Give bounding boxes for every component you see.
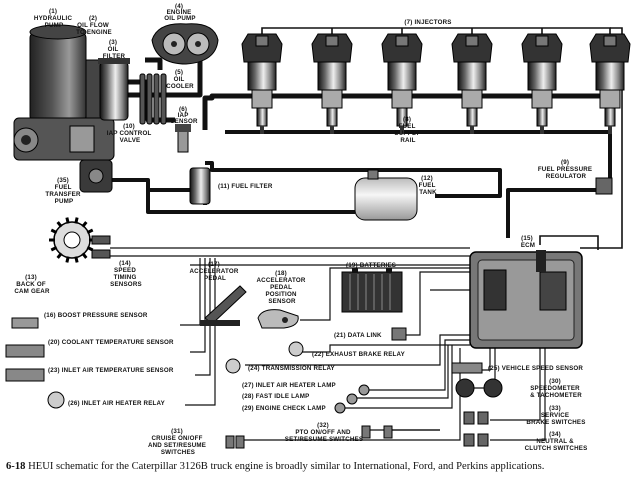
boost-pressure-sensor [11,317,39,329]
gear-tooth [74,217,79,224]
label-fuel-filter: (11) FUEL FILTER [218,183,273,190]
label-injectors: (7) INJECTORS [404,19,451,26]
hydraulic-pump [13,24,115,161]
gear-tooth [50,228,58,234]
inlet-air-temperature-sensor [5,368,45,382]
engine-oil-pump [151,23,219,65]
label-boost-pressure-sensor: (16) BOOST PRESSURE SENSOR [44,312,148,319]
label-vehicle-speed-sensor: (25) VEHICLE SPEED SENSOR [488,365,583,372]
vehicle-speed-sensor [451,362,483,374]
gear-tooth [81,252,88,259]
label-inlet-air-temperature-sensor: (23) INLET AIR TEMPERATURE SENSOR [48,367,174,374]
cam-gear [49,217,95,263]
label-hydraulic-pump: (1) HYDRAULIC PUMP [34,8,74,29]
label-fuel-supply-rail: (8) FUEL SUPPLY RAIL [394,116,421,144]
gear-tooth [81,221,88,228]
gear-tooth [65,217,70,224]
label-fuel-tank: (12) FUEL TANK [419,175,438,196]
label-accelerator-pedal-position-sensor: (18) ACCELERATOR PEDAL POSITION SENSOR [257,270,308,305]
exhaust-brake-relay [288,341,304,357]
label-oil-filter: (3) OIL FILTER [103,39,126,60]
label-neutral-clutch-switches: (34) NEUTRAL & CLUTCH SWITCHES [525,431,588,452]
label-service-brake-switches: (33) SERVICE BRAKE SWITCHES [526,405,585,426]
accelerator-pedal-position-sensor [257,309,299,329]
label-transmission-relay: (24) TRANSMISSION RELAY [248,365,336,372]
label-iap-control-valve: (10) IAP CONTROL VALVE [107,123,154,144]
oil-filter [98,58,130,121]
gear-tooth [50,246,58,252]
label-oil-flow: (2) OIL FLOW TO ENGINE [76,15,112,36]
label-fuel-pressure-regulator: (9) FUEL PRESSURE REGULATOR [538,159,594,180]
inlet-air-heater-relay [47,391,65,409]
accelerator-pedal [200,285,247,326]
label-cruise-switches: (31) CRUISE ON/OFF AND SET/RESUME SWITCH… [148,428,208,456]
label-fuel-transfer-pump: (35) FUEL TRANSFER PUMP [45,177,82,205]
gear-tooth [74,256,79,263]
label-engine-check-lamp: (29) ENGINE CHECK LAMP [242,405,326,412]
ecm [469,250,583,349]
label-speed-timing-sensors: (14) SPEED TIMING SENSORS [110,260,142,288]
transmission-relay [225,358,241,374]
label-back-of-cam-gear: (13) BACK OF CAM GEAR [14,274,50,295]
label-inlet-air-heater-lamp: (27) INLET AIR HEATER LAMP [242,382,336,389]
gear-tooth [65,256,70,263]
oil-cooler [139,73,167,125]
injector [381,33,423,134]
label-exhaust-brake-relay: (22) EXHAUST BRAKE RELAY [312,351,406,358]
label-ecm: (15) ECM [521,235,535,249]
label-pto-switches: (32) PTO ON/OFF AND SET/RESUME SWITCHES [285,422,363,443]
gear-tooth [86,228,94,234]
indicator-lamps [334,384,370,414]
service-brake-switches [463,411,489,425]
label-coolant-temperature-sensor: (20) COOLANT TEMPERATURE SENSOR [48,339,174,346]
fuel-filter [189,167,211,205]
pto-switches [361,425,393,439]
iap-sensor [175,124,191,153]
sensor-wiring [110,247,546,441]
fuel-transfer-pump [79,159,113,193]
label-speedometer-tachometer: (30) SPEEDOMETER & TACHOMETER [530,378,582,399]
injector [521,33,563,134]
gear-tooth [56,221,63,228]
speed-timing-sensors [91,235,111,259]
coolant-temperature-sensor [5,344,45,358]
label-accelerator-pedal: (17) ACCELERATOR PEDAL [190,261,241,282]
injector-bank [241,33,631,134]
component-labels: (1) HYDRAULIC PUMP (2) OIL FLOW TO ENGIN… [14,3,594,456]
injector [451,33,493,134]
label-oil-cooler: (5) OIL COOLER [166,69,194,90]
label-fast-idle-lamp: (28) FAST IDLE LAMP [242,393,309,400]
label-engine-oil-pump: (4) ENGINE OIL PUMP [164,3,195,22]
label-inlet-air-heater-relay: (26) INLET AIR HEATER RELAY [68,400,166,407]
data-link-connector [391,327,407,341]
label-data-link: (21) DATA LINK [334,332,382,339]
gear-tooth [56,252,63,259]
injector [311,33,353,134]
label-iap-sensor: (6) IAP SENSOR [170,106,198,125]
speedometer-tachometer [455,378,503,398]
figure-number: 6-18 [6,461,26,472]
figure-caption: 6-18 HEUI schematic for the Caterpillar … [6,461,636,472]
label-batteries: (19) BATTERIES [346,262,396,269]
fuel-tank [354,169,418,221]
cruise-switches [225,435,245,449]
injector [241,33,283,134]
injector [589,33,631,134]
batteries [341,268,403,313]
neutral-clutch-switches [463,433,489,447]
caption-text: HEUI schematic for the Caterpillar 3126B… [28,461,545,472]
fuel-pressure-regulator [595,177,613,195]
